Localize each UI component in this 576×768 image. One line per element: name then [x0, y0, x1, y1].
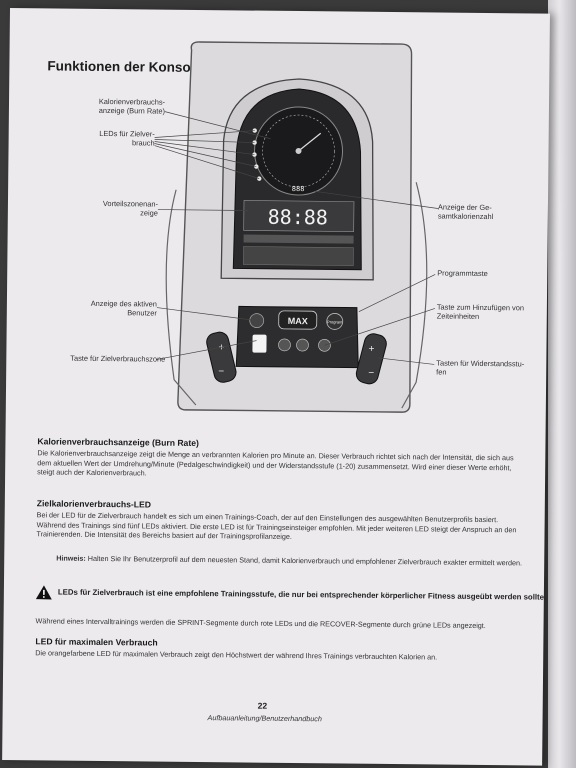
svg-text:MAX: MAX: [288, 316, 308, 326]
svg-text:+: +: [368, 344, 374, 355]
callout-target-leds: LEDs für Zielver- brauch: [99, 128, 155, 148]
warning-triangle-icon: [35, 585, 52, 600]
callout-program-button: Programmtaste: [437, 268, 488, 279]
svg-text:−: −: [218, 366, 224, 377]
svg-text:+: +: [218, 342, 224, 353]
callout-total-calories: Anzeige der Ge- samtkalorienzahl: [437, 202, 494, 222]
section-text-burn-rate: Die Kalorienverbrauchsanzeige zeigt die …: [37, 448, 514, 478]
callout-target-zone-button: Taste für Zielverbrauchszone: [70, 353, 166, 364]
footer-manual-title: Aufbauanleitung/Benutzerhandbuch: [207, 713, 322, 724]
svg-text:88:88: 88:88: [268, 205, 328, 230]
hint-text: Halten Sie Ihr Benutzerprofil auf dem ne…: [87, 553, 523, 568]
section-title-burn-rate: Kalorienverbrauchsanzeige (Burn Rate): [37, 436, 199, 449]
section-text-max-led: Die orangefarbene LED für maximalen Verb…: [35, 648, 438, 662]
page-number: 22: [257, 700, 268, 711]
next-page-edge: [548, 0, 576, 768]
svg-text:Program: Program: [327, 319, 343, 324]
warning-text: LEDs für Zielverbrauch ist eine empfohle…: [57, 587, 547, 602]
callout-active-user: Anzeige des aktiven Benutzer: [90, 298, 157, 318]
manual-page: Funktionen der Konsole 888 88:88 MAX: [2, 8, 550, 766]
callout-resistance-buttons: Tasten für Widerstandsstu- fen: [436, 358, 525, 377]
svg-text:888: 888: [292, 185, 305, 193]
warning-row: LEDs für Zielverbrauch ist eine empfohle…: [35, 585, 546, 606]
hint-label: Hinweis:: [56, 553, 86, 563]
console-diagram: 888 88:88 MAX Program + − + −: [154, 41, 438, 413]
section-title-target-led: Zielkalorienverbrauchs-LED: [36, 498, 152, 510]
callout-burn-rate: Kalorienverbrauchs- anzeige (Burn Rate): [98, 96, 166, 116]
svg-text:−: −: [368, 368, 374, 379]
section-text-target-led: Bei der LED für de Zielverbrauch handelt…: [36, 510, 517, 542]
interval-text: Während eines Intervalltrainings werden …: [35, 616, 486, 631]
callout-add-time-button: Taste zum Hinzufügen von Zeiteinheiten: [436, 302, 525, 321]
callout-zone-display: Vorteilszonenan- zeige: [102, 198, 159, 218]
hint-note: Hinweis: Halten Sie Ihr Benutzerprofil a…: [56, 554, 526, 569]
section-title-max-led: LED für maximalen Verbrauch: [35, 636, 158, 648]
